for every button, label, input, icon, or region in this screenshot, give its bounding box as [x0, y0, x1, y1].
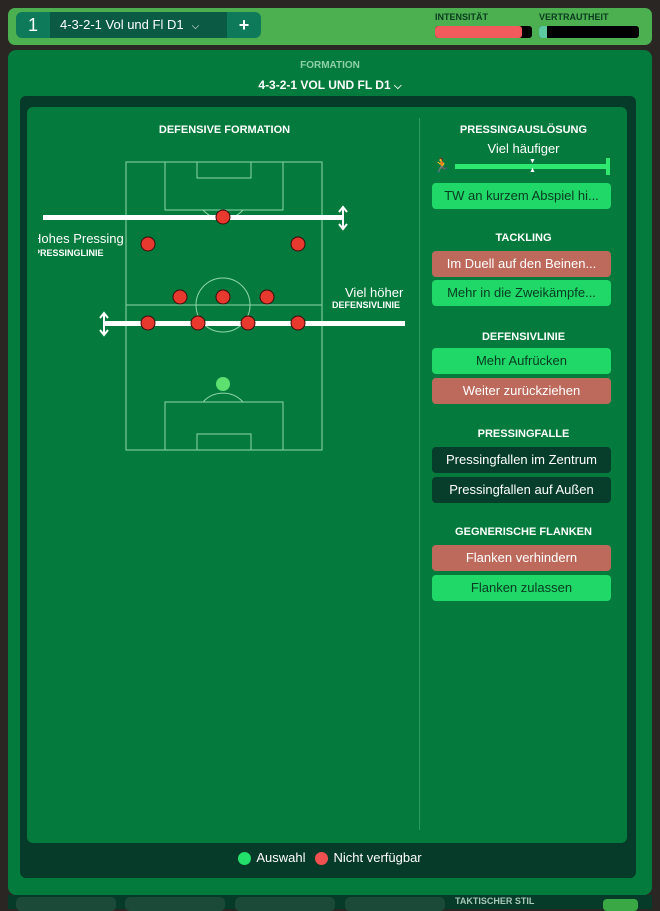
tactic-selector[interactable]: 1 4-3-2-1 Vol und Fl D1 ⌵ + [16, 12, 261, 38]
instruction-button[interactable]: Im Duell auf den Beinen... [432, 251, 611, 277]
formation-label: FORMATION [300, 60, 360, 71]
style-button[interactable] [345, 897, 445, 911]
pressing-trigger-value: Viel häufiger [487, 141, 560, 156]
player-marker [190, 315, 206, 331]
player-marker [290, 236, 306, 252]
familiarity-meter [539, 26, 639, 38]
green-dot-icon [238, 852, 252, 866]
player-marker [140, 236, 156, 252]
pressing-trigger-slider[interactable] [455, 164, 609, 169]
slider-end [606, 158, 610, 175]
player-marker [140, 315, 156, 331]
tactical-style-label: TAKTISCHER STIL [455, 896, 535, 906]
style-button[interactable] [16, 897, 116, 911]
chevron-down-icon: ⌵ [191, 21, 200, 32]
tactic-name: 4-3-2-1 Vol und Fl D1 [60, 17, 184, 32]
legend-unavailable: Nicht verfügbar [315, 850, 422, 866]
section-title: TACKLING [495, 232, 552, 244]
style-button[interactable] [235, 897, 335, 911]
player-marker [240, 315, 256, 331]
instruction-button[interactable]: Pressingfallen auf Außen [432, 477, 611, 503]
legend: Auswahl Nicht verfügbar [0, 850, 660, 866]
pressing-line[interactable] [43, 205, 348, 231]
red-dot-icon [315, 852, 329, 866]
section-title: GEGNERISCHE FLANKEN [455, 526, 592, 538]
section-title: PRESSINGAUSLÖSUNG [459, 124, 588, 136]
player-marker [215, 209, 231, 225]
pressing-line-value: Hohes Pressing [38, 231, 124, 246]
action-button[interactable] [603, 899, 638, 911]
intensity-meter [435, 26, 532, 38]
add-tactic-button[interactable]: + [238, 15, 250, 35]
pitch-title: DEFENSIVE FORMATION [158, 124, 291, 136]
player-marker [290, 315, 306, 331]
drag-handle-icon [338, 205, 348, 231]
tactics-card [27, 107, 627, 843]
slider-thumb[interactable]: ▼▲ [529, 158, 536, 174]
player-marker [259, 289, 275, 305]
legend-label: Nicht verfügbar [333, 850, 422, 865]
player-marker [172, 289, 188, 305]
legend-label: Auswahl [256, 850, 306, 865]
divider [419, 118, 420, 830]
style-button[interactable] [125, 897, 225, 911]
instruction-button[interactable]: Mehr in die Zweikämpfe... [432, 280, 611, 306]
goalkeeper-marker [216, 377, 230, 391]
instruction-button[interactable]: TW an kurzem Abspiel hi... [432, 183, 611, 209]
section-title: DEFENSIVLINIE [481, 331, 566, 343]
tactic-number[interactable]: 1 [27, 15, 38, 35]
player-marker [215, 289, 231, 305]
formation-name: 4-3-2-1 VOL UND FL D1 [258, 78, 391, 92]
instruction-button[interactable]: Flanken zulassen [432, 575, 611, 601]
familiarity-label: VERTRAUTHEIT [539, 12, 609, 22]
tactic-name-dropdown[interactable]: 4-3-2-1 Vol und Fl D1 ⌵ [50, 12, 227, 38]
pressing-line-label: PRESSINGLINIE [38, 248, 104, 258]
instruction-button[interactable]: Mehr Aufrücken [432, 348, 611, 374]
defensive-line-label: DEFENSIVLINIE [332, 300, 401, 310]
drag-handle-icon [99, 311, 109, 337]
defensive-line-value: Viel höher [345, 285, 404, 300]
chevron-down-icon: ⌵ [394, 81, 402, 92]
section-title: PRESSINGFALLE [477, 428, 570, 440]
running-icon: 🏃 [433, 157, 451, 173]
intensity-label: INTENSITÄT [435, 12, 488, 22]
instruction-button[interactable]: Pressingfallen im Zentrum [432, 447, 611, 473]
instruction-button[interactable]: Weiter zurückziehen [432, 378, 611, 404]
legend-selected: Auswahl [238, 850, 306, 866]
instruction-button[interactable]: Flanken verhindern [432, 545, 611, 571]
formation-dropdown[interactable]: 4-3-2-1 VOL UND FL D1 ⌵ [0, 78, 660, 92]
